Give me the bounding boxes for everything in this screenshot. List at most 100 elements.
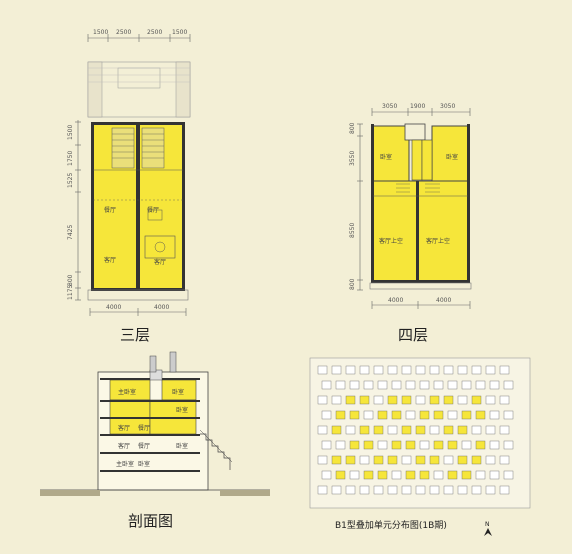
site-building-block: [345, 425, 356, 435]
plan4-dim-bottom-2: 4000: [436, 297, 451, 304]
site-building-block: [387, 395, 398, 405]
site-building-block: [485, 485, 496, 495]
site-building-block: [503, 410, 514, 420]
site-building-block: [485, 395, 496, 405]
site-building-block: [443, 395, 454, 405]
site-building-block: [457, 455, 468, 465]
plan4-dim-left-1: 800: [349, 122, 356, 134]
site-building-block: [317, 455, 328, 465]
site-building-block: [331, 395, 342, 405]
plan3-dim-left-5: 1175: [67, 285, 74, 300]
section-room-7: 餐厅: [138, 442, 150, 450]
plan3-dim-left-4: 7425: [67, 225, 74, 240]
site-building-block: [503, 470, 514, 480]
plan3-room-living-right: 客厅: [154, 258, 166, 266]
site-building-block: [485, 365, 496, 375]
site-building-block: [359, 395, 370, 405]
site-building-block: [349, 440, 360, 450]
site-building-block: [401, 455, 412, 465]
site-building-block: [429, 395, 440, 405]
site-building-block: [331, 365, 342, 375]
site-building-block: [373, 455, 384, 465]
site-building-block: [443, 365, 454, 375]
plan4-room-living-void-left: 客厅上空: [379, 237, 403, 245]
section-room-6: 客厅: [118, 442, 130, 450]
site-building-block: [443, 485, 454, 495]
site-building-block: [457, 395, 468, 405]
plan3-room-dining-right: 餐厅: [147, 206, 159, 214]
site-building-block: [485, 455, 496, 465]
site-building-block: [321, 470, 332, 480]
section-room-10: 卧室: [138, 460, 150, 468]
site-building-block: [345, 395, 356, 405]
site-building-block: [443, 425, 454, 435]
site-building-block: [363, 380, 374, 390]
plan4-title: 四层: [398, 326, 428, 344]
section-room-3: 客厅: [118, 424, 130, 432]
site-plan: B1型叠加单元分布图(1B期) N: [309, 357, 531, 536]
plan4-dim-top-2: 1900: [410, 103, 425, 110]
plan4-dim-top-3: 3050: [440, 103, 455, 110]
site-building-block: [317, 485, 328, 495]
site-building-block: [419, 380, 430, 390]
plan3-title: 三层: [120, 326, 150, 344]
site-building-block: [335, 470, 346, 480]
site-building-block: [475, 470, 486, 480]
plan3-room-living-left: 客厅: [104, 256, 116, 264]
site-building-block: [443, 455, 454, 465]
site-building-block: [489, 440, 500, 450]
section-drawing: 主卧室 卧室 客厅 餐厅 卧室 客厅 餐厅 卧室 主卧室 卧室 剖面图: [40, 351, 270, 530]
site-building-block: [485, 425, 496, 435]
site-building-block: [335, 380, 346, 390]
site-building-block: [489, 470, 500, 480]
plan4-dim-top-1: 3050: [382, 103, 397, 110]
plan3-dim-top-2: 2500: [116, 29, 131, 36]
site-building-block: [405, 380, 416, 390]
site-building-block: [391, 380, 402, 390]
floor-plan-3: 1500 2500 2500 1500: [67, 29, 191, 344]
site-building-block: [345, 485, 356, 495]
site-building-block: [471, 425, 482, 435]
site-building-block: [471, 365, 482, 375]
site-building-block: [475, 410, 486, 420]
site-building-block: [321, 410, 332, 420]
site-building-block: [447, 380, 458, 390]
north-arrow-icon: N: [484, 521, 492, 536]
site-building-block: [373, 365, 384, 375]
site-building-block: [391, 470, 402, 480]
site-building-block: [331, 425, 342, 435]
site-building-block: [457, 425, 468, 435]
site-building-block: [429, 365, 440, 375]
site-building-block: [475, 380, 486, 390]
site-blocks: [317, 365, 514, 495]
plan4-dim-left-2: 3550: [349, 151, 356, 166]
plan4-room-bedroom-left: 卧室: [380, 153, 392, 161]
site-building-block: [405, 410, 416, 420]
site-building-block: [317, 365, 328, 375]
site-building-block: [471, 485, 482, 495]
plan4-room-bedroom-right: 卧室: [446, 153, 458, 161]
site-building-block: [363, 440, 374, 450]
site-building-block: [387, 425, 398, 435]
site-building-block: [345, 365, 356, 375]
site-building-block: [321, 380, 332, 390]
site-building-block: [317, 395, 328, 405]
site-building-block: [345, 455, 356, 465]
site-building-block: [415, 365, 426, 375]
site-building-block: [405, 440, 416, 450]
site-building-block: [401, 485, 412, 495]
site-building-block: [429, 485, 440, 495]
site-building-block: [331, 455, 342, 465]
site-building-block: [419, 470, 430, 480]
site-building-block: [499, 455, 510, 465]
site-building-block: [461, 410, 472, 420]
site-building-block: [363, 410, 374, 420]
site-building-block: [475, 440, 486, 450]
plan3-dim-left-6: 800: [67, 274, 74, 286]
plan3-dim-left-2: 1750: [67, 151, 74, 166]
plan4-dim-left-3: 8550: [349, 223, 356, 238]
section-room-9: 主卧室: [116, 460, 134, 468]
plan3-dim-top-4: 1500: [172, 29, 187, 36]
site-building-block: [349, 410, 360, 420]
